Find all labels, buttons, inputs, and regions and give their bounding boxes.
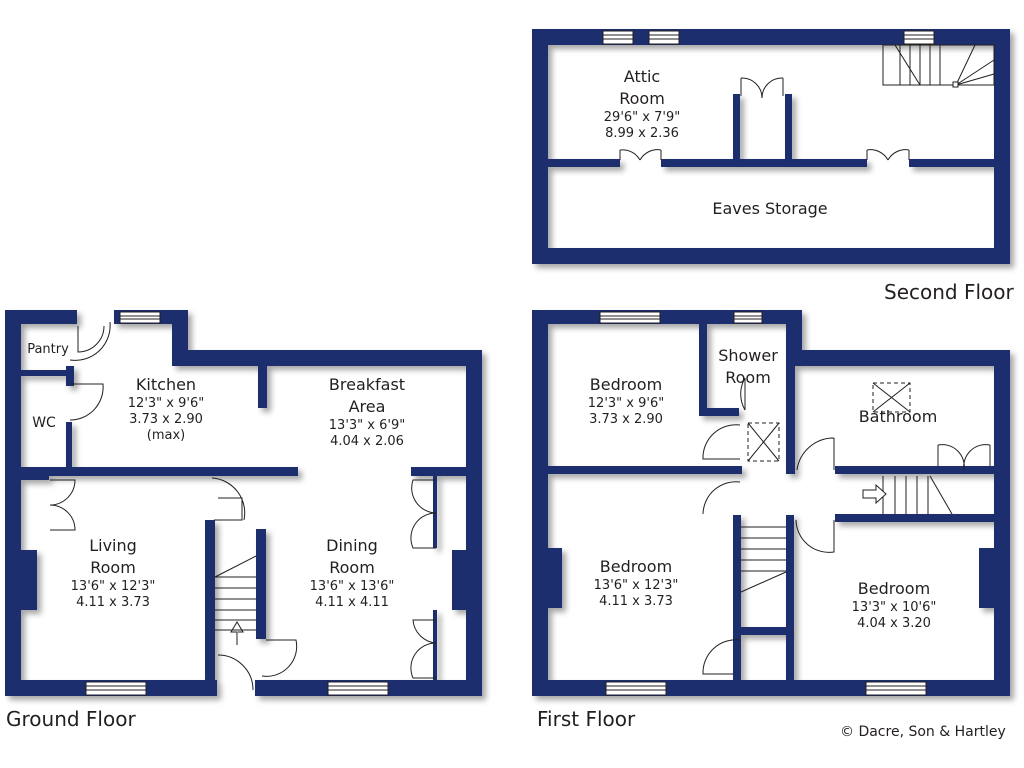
second-floor-details <box>602 30 995 161</box>
room-name: Area <box>348 397 386 416</box>
room-label-bedroom-rear: Bedroom 12'3" x 9'6" 3.73 x 2.90 <box>588 374 664 428</box>
room-dimensions-metric: 3.73 x 2.90 <box>589 412 663 427</box>
second-floor-plan <box>532 29 1010 264</box>
room-name: Bedroom <box>857 579 931 598</box>
room-label-bedroom-front-left: Bedroom 13'6" x 12'3" 4.11 x 3.73 <box>594 556 679 610</box>
room-label-dining-room: Dining Room 13'6" x 13'6" 4.11 x 4.11 <box>310 535 395 611</box>
room-dimensions-imperial: 13'6" x 12'3" <box>593 578 679 593</box>
room-note: (max) <box>146 428 186 443</box>
room-dimensions-imperial: 12'3" x 9'6" <box>127 396 205 411</box>
first-floor-details <box>599 311 991 696</box>
floor-title-ground: Ground Floor <box>6 707 136 731</box>
room-label-living-room: Living Room 13'6" x 12'3" 4.11 x 3.73 <box>71 535 156 611</box>
room-dimensions-metric: 3.73 x 2.90 <box>129 412 203 427</box>
room-name: Room <box>90 558 136 577</box>
room-label-bedroom-front-right: Bedroom 13'3" x 10'6" 4.04 x 3.20 <box>852 578 937 632</box>
room-dimensions-metric: 4.11 x 4.11 <box>315 595 389 610</box>
room-dimensions-imperial: 12'3" x 9'6" <box>587 396 665 411</box>
room-label-pantry: Pantry <box>27 342 69 358</box>
room-dimensions-imperial: 13'6" x 12'3" <box>70 579 156 594</box>
room-label-breakfast-area: Breakfast Area 13'3" x 6'9" 4.04 x 2.06 <box>329 374 405 450</box>
room-name: WC <box>32 415 56 431</box>
room-name: Eaves Storage <box>712 199 828 218</box>
ground-floor-plan <box>5 310 482 696</box>
room-name: Pantry <box>27 342 69 357</box>
floor-title-second: Second Floor <box>884 280 1014 304</box>
floor-title-first: First Floor <box>537 707 636 731</box>
room-label-bathroom: Bathroom <box>859 406 938 428</box>
room-name: Shower <box>718 346 778 365</box>
room-dimensions-metric: 4.11 x 3.73 <box>76 595 150 610</box>
room-name: Kitchen <box>135 375 197 394</box>
room-label-wc: WC <box>32 415 56 431</box>
room-name: Breakfast <box>328 375 406 394</box>
room-label-eaves-storage: Eaves Storage <box>712 198 827 220</box>
room-name: Room <box>619 89 665 108</box>
room-label-kitchen: Kitchen 12'3" x 9'6" 3.73 x 2.90 (max) <box>128 374 204 444</box>
room-dimensions-imperial: 13'3" x 10'6" <box>851 600 937 615</box>
room-dimensions-imperial: 13'6" x 13'6" <box>309 579 395 594</box>
room-dimensions-imperial: 13'3" x 6'9" <box>328 418 406 433</box>
room-label-attic: Attic Room 29'6" x 7'9" 8.99 x 2.36 <box>604 66 680 142</box>
room-name: Bedroom <box>599 557 673 576</box>
room-name: Room <box>329 558 375 577</box>
room-name: Dining <box>326 536 378 555</box>
room-dimensions-metric: 8.99 x 2.36 <box>605 126 679 141</box>
copyright-notice: © Dacre, Son & Hartley <box>840 724 1006 740</box>
ground-floor-details <box>49 311 437 696</box>
room-dimensions-metric: 4.11 x 3.73 <box>599 594 673 609</box>
room-name: Bedroom <box>589 375 663 394</box>
room-label-shower-room: Shower Room <box>718 345 778 389</box>
room-dimensions-imperial: 29'6" x 7'9" <box>603 110 681 125</box>
room-name: Bathroom <box>858 407 938 426</box>
room-name: Living <box>89 536 137 555</box>
room-dimensions-metric: 4.04 x 3.20 <box>857 616 931 631</box>
room-name: Attic <box>623 67 661 86</box>
room-name: Room <box>725 368 771 387</box>
room-dimensions-metric: 4.04 x 2.06 <box>330 434 404 449</box>
